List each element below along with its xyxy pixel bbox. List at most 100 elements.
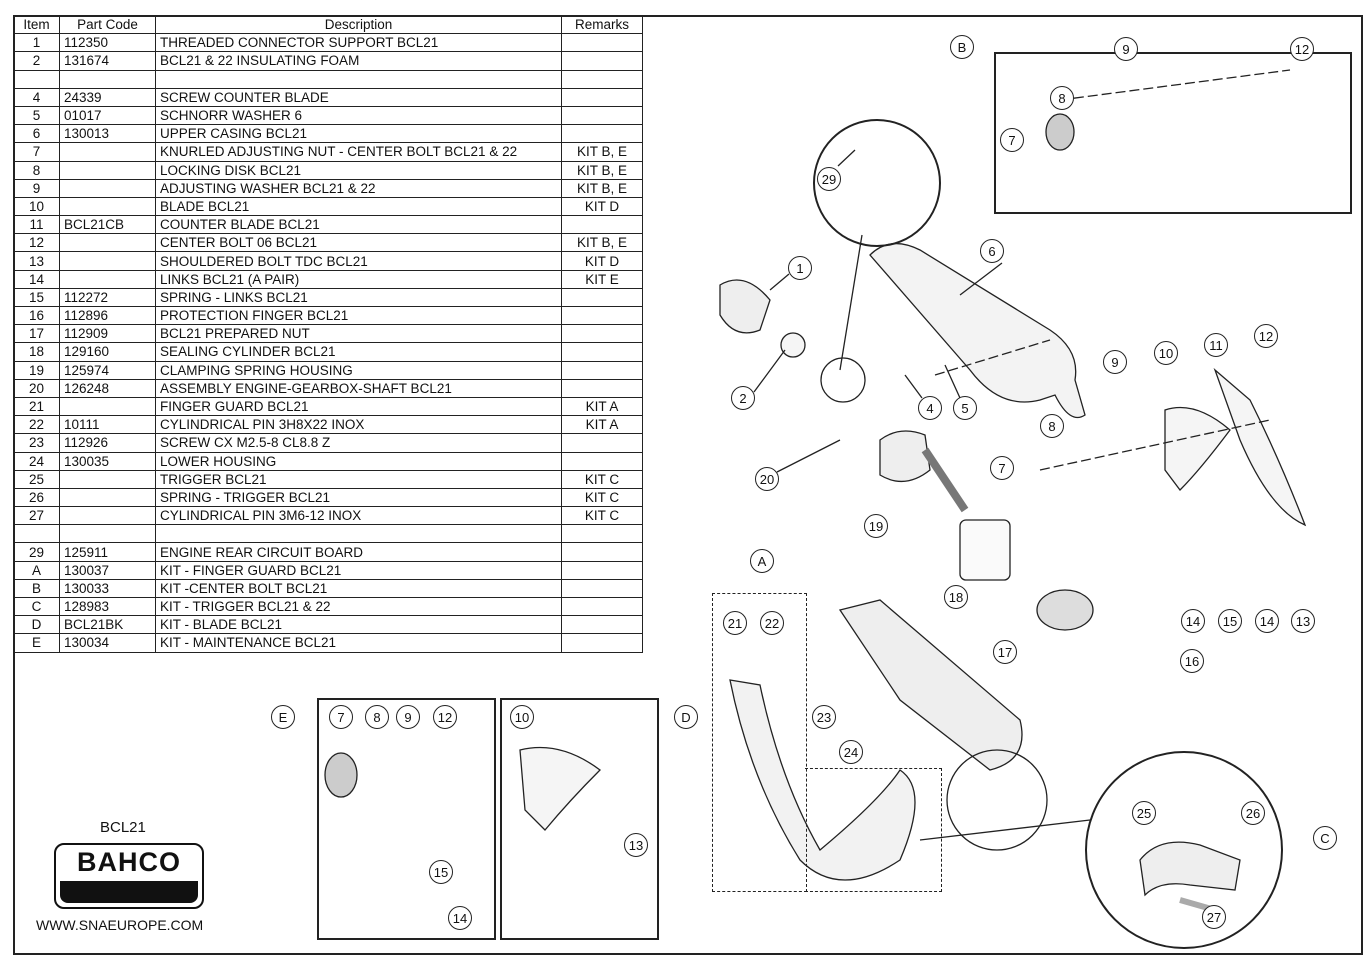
- remarks-cell: [561, 360, 643, 380]
- remarks-cell: [561, 633, 643, 653]
- item-cell: 23: [13, 433, 60, 453]
- part-code-cell: 126248: [59, 378, 156, 398]
- callout-main: 1: [788, 256, 812, 280]
- item-cell: 25: [13, 469, 60, 489]
- description-cell: CENTER BOLT 06 BCL21: [155, 233, 562, 253]
- bahco-logo: BAHCO: [54, 843, 204, 909]
- item-cell: 26: [13, 487, 60, 508]
- table-header: Item Part Code Description Remarks: [13, 14, 643, 35]
- callout-main: 16: [1180, 649, 1204, 673]
- description-cell: SCHNORR WASHER 6: [155, 105, 562, 126]
- part-code-cell: 112272: [59, 287, 156, 308]
- description-cell: KIT -CENTER BOLT BCL21: [155, 578, 562, 599]
- remarks-cell: [561, 105, 643, 126]
- description-cell: BLADE BCL21: [155, 196, 562, 217]
- kit-b-box: [994, 52, 1352, 214]
- part-code-cell: 112926: [59, 433, 156, 453]
- part-code-cell: 01017: [59, 105, 156, 126]
- callout-kit-d: 10: [510, 705, 534, 729]
- remarks-cell: [561, 87, 643, 107]
- model-label: BCL21: [100, 819, 146, 836]
- kit-d-blade-shape: [519, 746, 601, 831]
- remarks-cell: KIT D: [561, 251, 643, 271]
- callout-main: 21: [723, 611, 747, 635]
- remarks-cell: [561, 451, 643, 471]
- callout-kit-b: 7: [1000, 128, 1024, 152]
- remarks-cell: KIT A: [561, 396, 643, 417]
- remarks-cell: [561, 51, 643, 71]
- item-cell: 24: [13, 451, 60, 471]
- description-cell: KIT - MAINTENANCE BCL21: [155, 633, 562, 653]
- remarks-cell: KIT C: [561, 487, 643, 508]
- description-cell: KIT - FINGER GUARD BCL21: [155, 560, 562, 580]
- axis-line-main: [1039, 419, 1271, 471]
- callout-main: 25: [1132, 801, 1156, 825]
- callout-main: C: [1313, 826, 1337, 850]
- callout-main: 20: [755, 467, 779, 491]
- callout-main: 18: [944, 585, 968, 609]
- description-cell: SPRING - LINKS BCL21: [155, 287, 562, 308]
- prepared-nut-shape: [1036, 589, 1094, 631]
- remarks-cell: [561, 287, 643, 308]
- remarks-cell: [561, 342, 643, 362]
- zoom-circle-trigger: [1085, 751, 1283, 949]
- callout-main: 8: [1040, 414, 1064, 438]
- kit-a-box-ext: [805, 768, 942, 892]
- description-cell: LINKS BCL21 (A PAIR): [155, 269, 562, 289]
- callout-main: 26: [1241, 801, 1265, 825]
- remarks-cell: [561, 433, 643, 453]
- remarks-cell: [561, 378, 643, 398]
- motor-shape: [879, 430, 931, 482]
- remarks-cell: [561, 305, 643, 326]
- callout-kit-b: 8: [1050, 86, 1074, 110]
- description-cell: SCREW COUNTER BLADE: [155, 87, 562, 107]
- remarks-cell: [561, 69, 643, 89]
- kit-a-box: [712, 593, 807, 892]
- callout-main: 17: [993, 640, 1017, 664]
- remarks-cell: KIT C: [561, 469, 643, 489]
- sealing-cylinder-shape: [959, 519, 1011, 581]
- remarks-cell: [561, 324, 643, 344]
- part-code-cell: 130034: [59, 633, 156, 653]
- callout-main: 23: [812, 705, 836, 729]
- description-cell: BCL21 & 22 INSULATING FOAM: [155, 51, 562, 71]
- callout-main: 15: [1218, 609, 1242, 633]
- callout-kit-e: 15: [429, 860, 453, 884]
- callout-main: 12: [1254, 324, 1278, 348]
- axis-line-b: [1059, 69, 1291, 101]
- part-code-cell: BCL21BK: [59, 615, 156, 635]
- description-cell: CYLINDRICAL PIN 3H8X22 INOX: [155, 415, 562, 435]
- finger-guard-shape: [729, 679, 916, 881]
- website-link[interactable]: WWW.SNAEUROPE.COM: [36, 917, 204, 933]
- part-code-cell: 24339: [59, 87, 156, 107]
- logo-text: BAHCO: [77, 847, 181, 877]
- header-part-code: Part Code: [59, 14, 156, 35]
- part-code-cell: 112909: [59, 324, 156, 344]
- callout-main: 9: [1103, 350, 1127, 374]
- item-cell: 13: [13, 251, 60, 271]
- upper-casing-shape: [869, 243, 1086, 419]
- kit-e-box: [317, 698, 496, 940]
- callout-main: 7: [990, 456, 1014, 480]
- remarks-cell: KIT E: [561, 269, 643, 289]
- counter-blade-shape: [1213, 367, 1307, 527]
- axis-line: [934, 339, 1051, 376]
- kit-e-nut-shape: [324, 752, 358, 798]
- part-code-cell: 10111: [59, 415, 156, 435]
